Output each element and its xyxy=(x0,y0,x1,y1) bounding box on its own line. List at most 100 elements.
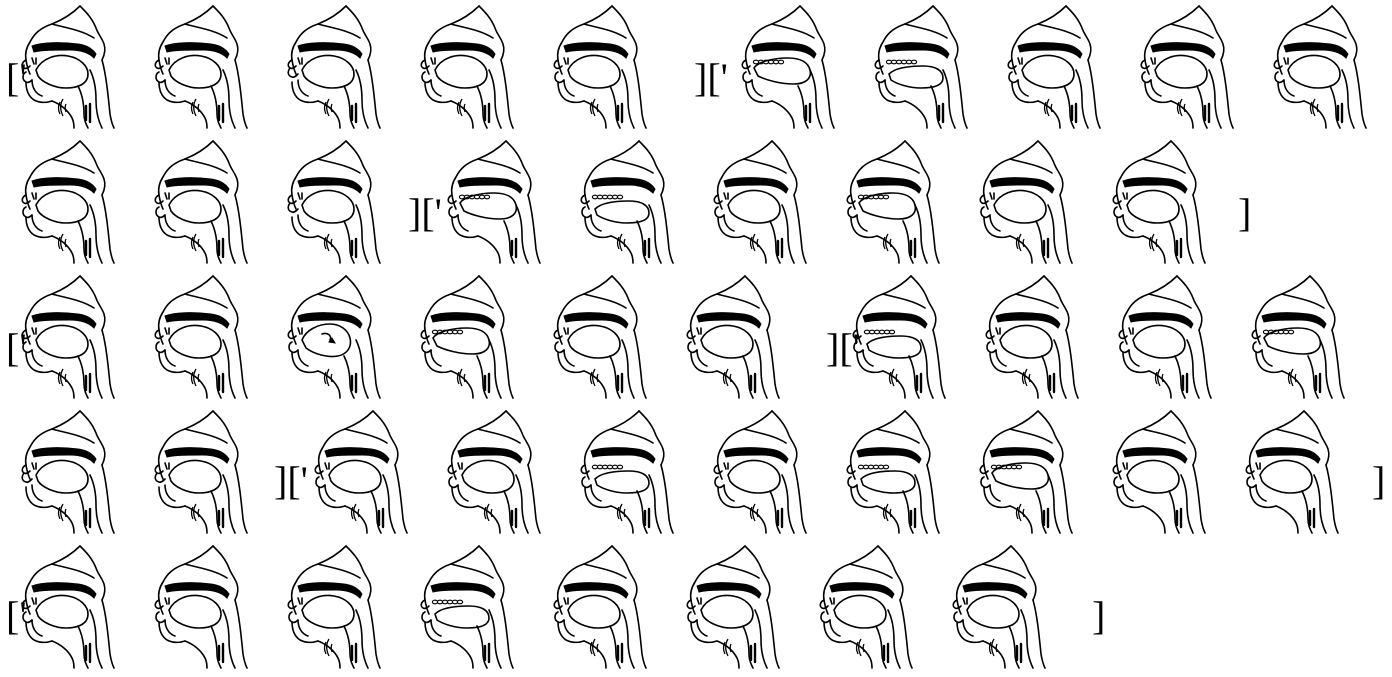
voicing-icon xyxy=(484,504,492,521)
neck-back xyxy=(1060,195,1072,263)
chin xyxy=(1278,82,1304,102)
neck-back xyxy=(1193,465,1205,533)
neck-back xyxy=(501,60,513,128)
sagittal-head-diagram xyxy=(12,274,122,399)
neck-back xyxy=(368,600,380,668)
skull-line xyxy=(905,24,947,38)
segment-open-bracket: ][' xyxy=(274,461,308,501)
head-svg xyxy=(145,139,255,264)
neck-back xyxy=(634,60,646,128)
head-outline xyxy=(22,411,114,533)
chin xyxy=(26,487,52,507)
palate xyxy=(431,583,495,598)
segment-close-bracket: ][' xyxy=(694,58,728,98)
voicing-icon xyxy=(59,234,67,251)
voicing-icon xyxy=(724,639,732,656)
pharynx-back xyxy=(223,205,235,263)
vocal-folds xyxy=(1177,239,1181,257)
vocal-folds xyxy=(618,644,622,662)
sagittal-head-diagram xyxy=(571,139,681,264)
neck-front xyxy=(905,101,927,128)
vocal-folds xyxy=(1072,104,1076,122)
skull-line xyxy=(744,429,786,443)
sagittal-head-diagram xyxy=(810,544,920,669)
vocal-folds xyxy=(219,644,223,662)
pharynx-back xyxy=(1048,475,1060,533)
skull-line xyxy=(1143,159,1185,173)
pharynx-back xyxy=(622,340,634,398)
tongue xyxy=(169,326,221,358)
pharynx-back xyxy=(90,70,102,128)
pharynx-back xyxy=(782,205,794,263)
chin xyxy=(746,82,772,102)
head-outline xyxy=(875,6,967,128)
skull-line xyxy=(345,429,387,443)
jaw-inner xyxy=(1123,215,1133,231)
neck-back xyxy=(235,60,247,128)
neck-back xyxy=(368,195,380,263)
sagittal-head-diagram xyxy=(677,544,787,669)
head-outline xyxy=(847,411,939,533)
sagittal-head-diagram xyxy=(411,4,521,129)
front-teeth xyxy=(996,328,1000,334)
jaw-inner xyxy=(32,350,42,366)
front-teeth xyxy=(32,598,36,604)
sagittal-head-diagram xyxy=(1264,4,1374,129)
jaw-inner xyxy=(165,350,175,366)
pharynx-back xyxy=(943,70,955,128)
skull-line xyxy=(318,159,360,173)
jaw-inner xyxy=(752,80,762,96)
voicing-icon xyxy=(325,99,333,116)
skull-line xyxy=(883,294,925,308)
tongue xyxy=(568,326,620,358)
chin xyxy=(851,217,877,237)
palate xyxy=(857,178,921,193)
head-svg xyxy=(1103,409,1213,534)
tongue xyxy=(1000,326,1052,358)
head-outline xyxy=(22,6,114,128)
pharynx-back xyxy=(516,205,528,263)
head-svg xyxy=(12,4,122,129)
chin xyxy=(452,217,478,237)
head-outline xyxy=(854,276,946,398)
tongue xyxy=(568,56,620,88)
neck-back xyxy=(1221,60,1233,128)
chin xyxy=(159,82,185,102)
chin xyxy=(558,82,584,102)
neck-back xyxy=(1199,330,1211,398)
pharynx-back xyxy=(223,70,235,128)
neck-back xyxy=(235,330,247,398)
front-teeth xyxy=(458,463,462,469)
jaw-inner xyxy=(298,620,308,636)
vocal-folds xyxy=(751,644,755,662)
jaw-inner xyxy=(564,350,574,366)
sagittal-head-diagram xyxy=(12,139,122,264)
sagittal-head-diagram xyxy=(544,544,654,669)
head-svg xyxy=(571,409,681,534)
tongue xyxy=(859,193,915,219)
head-svg xyxy=(12,274,122,399)
front-teeth xyxy=(564,328,568,334)
head-svg xyxy=(544,274,654,399)
front-teeth xyxy=(32,58,36,64)
neck-back xyxy=(767,600,779,668)
head-svg xyxy=(438,139,548,264)
head-svg xyxy=(145,544,255,669)
jaw-inner xyxy=(990,215,1000,231)
pharynx-back xyxy=(356,70,368,128)
segment-close-bracket: ] xyxy=(1238,193,1251,233)
head-outline xyxy=(421,6,513,128)
voicing-icon xyxy=(351,504,359,521)
sagittal-head-diagram xyxy=(278,4,388,129)
tongue xyxy=(1260,461,1312,493)
pharynx-back xyxy=(649,205,661,263)
front-teeth xyxy=(298,193,302,199)
head-svg xyxy=(837,409,947,534)
voicing-icon xyxy=(325,369,333,386)
sagittal-head-diagram xyxy=(1103,139,1213,264)
voicing-icon xyxy=(192,504,200,521)
skull-line xyxy=(717,564,759,578)
head-outline xyxy=(1113,411,1205,533)
head-outline xyxy=(155,276,247,398)
chin xyxy=(159,622,185,642)
